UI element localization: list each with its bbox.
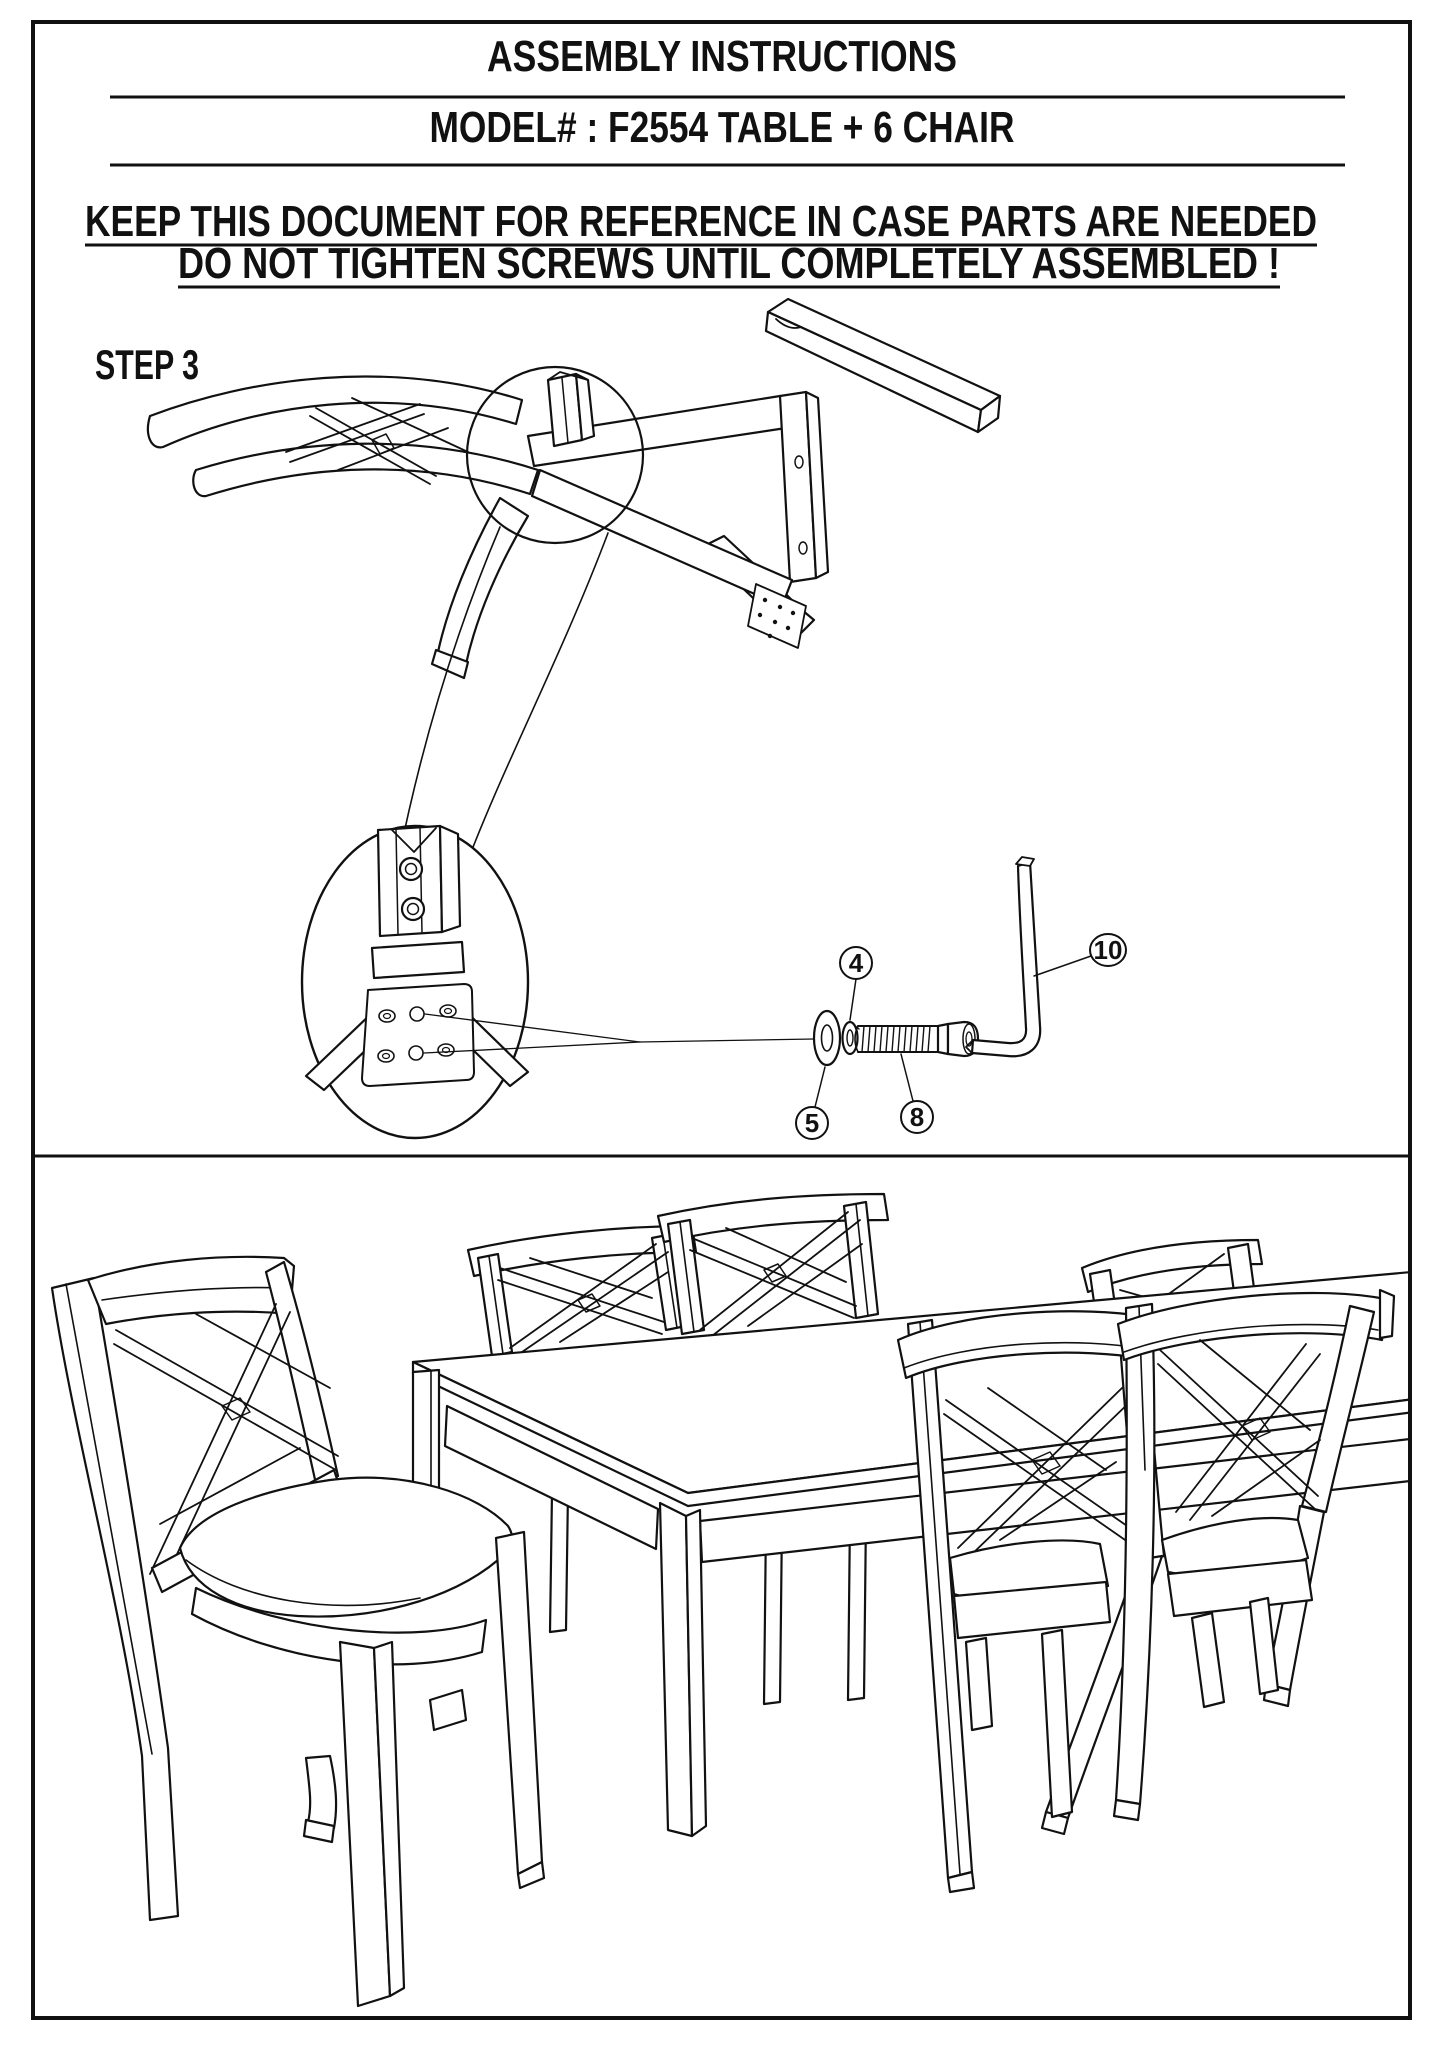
step-label: STEP 3 <box>95 341 199 388</box>
callout-number-4: 4 <box>849 948 864 978</box>
left-chair-lattice <box>113 1303 339 1583</box>
page-title: ASSEMBLY INSTRUCTIONS <box>487 32 957 81</box>
backrest-lattice <box>285 397 469 485</box>
zoom-beam <box>461 532 609 877</box>
notice-line-1: KEEP THIS DOCUMENT FOR REFERENCE IN CASE… <box>85 197 1317 246</box>
header: ASSEMBLY INSTRUCTIONS MODEL# : F2554 TAB… <box>85 32 1345 388</box>
allen-key-icon <box>965 856 1042 1058</box>
hole-leader-lines <box>423 1013 815 1054</box>
callout-number-8: 8 <box>910 1102 924 1132</box>
hardware-row <box>812 856 1042 1067</box>
model-line: MODEL# : F2554 TABLE + 6 CHAIR <box>430 103 1015 152</box>
corner-bracket-icon <box>747 583 807 649</box>
callout-circle <box>465 365 645 545</box>
notice-line-2: DO NOT TIGHTEN SCREWS UNTIL COMPLETELY A… <box>178 239 1280 288</box>
zoom-beam <box>397 526 501 863</box>
flat-washer-icon <box>812 1009 842 1067</box>
callout-number-5: 5 <box>805 1108 819 1138</box>
dining-set-illustration <box>50 1192 1445 2008</box>
step3-diagram <box>146 297 1127 1140</box>
detached-leg-bar-icon <box>764 297 1002 434</box>
left-chair-icon <box>50 1255 546 2008</box>
inverted-chair-icon <box>146 371 830 680</box>
page-border <box>31 20 1412 2020</box>
front-right-lattice <box>1157 1339 1321 1521</box>
detail-circle <box>300 824 530 1140</box>
callout-number-10: 10 <box>1094 935 1123 965</box>
front-center-lattice <box>943 1387 1135 1557</box>
lock-washer-icon <box>841 1020 860 1056</box>
part-callouts <box>795 933 1127 1140</box>
bolt-icon <box>854 1020 980 1058</box>
part-callout-numbers: 4 5 8 10 <box>805 935 1123 1138</box>
front-right-chair-icon <box>1112 1288 1396 1822</box>
